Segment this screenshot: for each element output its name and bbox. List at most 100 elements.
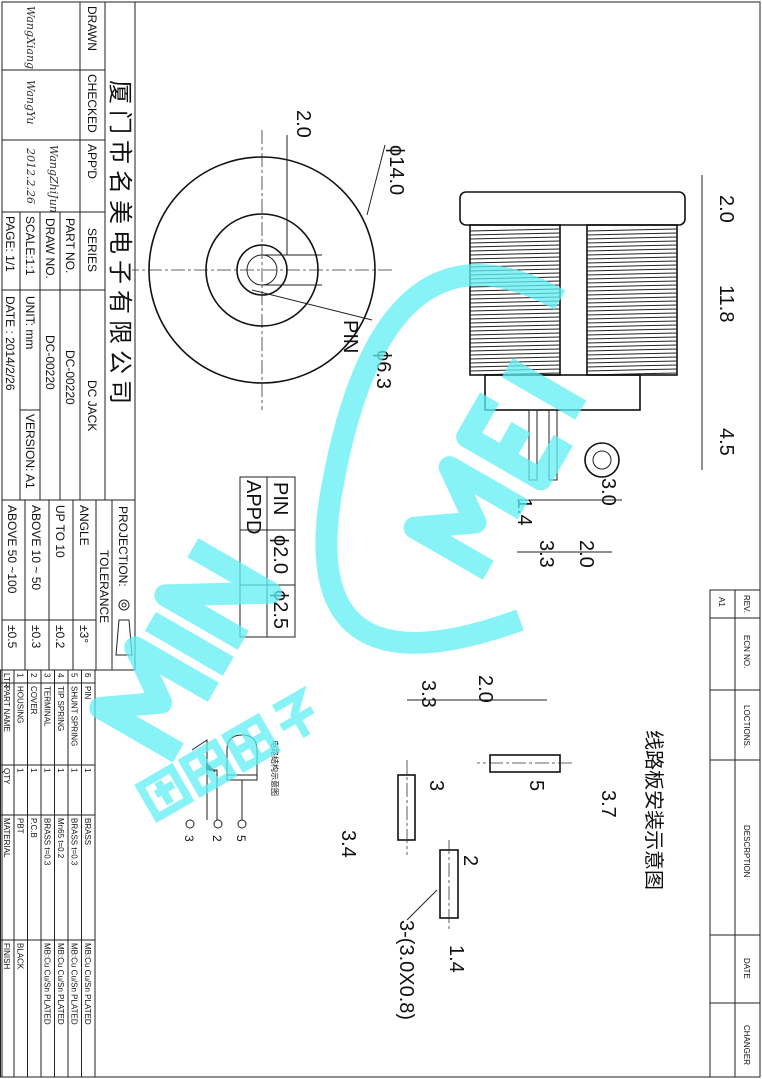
appd-label: APPD [242,480,264,534]
pin-diameter-a: ϕ2.0 [269,535,291,574]
front-dim-inner: ϕ6.3 [372,350,394,389]
pcb-pad-2-label: 2 [459,855,481,866]
front-dim-outer: ϕ14.0 [385,145,407,195]
bom-cell: COVER [29,686,38,715]
bom-cell: 1 [56,768,65,773]
pcb-dim-c: 3.7 [597,790,619,818]
checked-label: CHECKED [85,74,99,133]
bom-cell: 4 [56,673,65,678]
pcb-layout: 3.3 2.0 3 5 3.7 3.4 2 1.4 3-(3.0X0.8) 线路… [337,675,665,1020]
date-header: DATE [742,958,751,979]
bom-cell: SHUNT SPRING [70,686,79,746]
pcb-dim-e: 1.4 [445,945,467,973]
bom-cell: 1 [70,768,79,773]
series-value: DC JACK [85,380,99,431]
side-view: 2.0 11.8 4.5 3.0 1.4 3.3 2.0 [459,175,737,568]
rev-header: REV. [742,595,751,613]
bom-cell: 1 [29,768,38,773]
ecn-header: ECN NO. [742,635,751,668]
bom-header: QTY [2,768,11,785]
pin-label: PIN [269,482,291,515]
side-dim-cap: 2.0 [715,195,737,223]
front-pin-label: PIN [339,320,361,353]
pad-2 [439,849,459,919]
pin-table: PIN ϕ2.0 ϕ2.5 APPD [239,476,296,638]
approved-date: 2012.2.26 [24,147,37,204]
side-dim-a: 3.0 [597,478,619,506]
scale: SCALE:1:1 [23,216,37,276]
version: VERSION: A1 [23,414,37,489]
bom-cell: BRASS t=0.3 [70,818,79,866]
rev-value: A1 [717,597,726,607]
bom-cell: P.C.B [29,818,38,838]
schematic-pin-5: 5 [234,835,248,842]
page-number: PAGE: 1/1 [3,216,17,272]
checked-signature: WangYu [24,80,37,124]
front-view: 2.0 ϕ14.0 PIN ϕ6.3 [132,110,407,410]
bom-cell: MB:Cu Cu/Sn PLATED [83,943,92,1025]
bom-cell: HOUSING [16,686,25,723]
tolerance-row-label: ABOVE 50 ~100 [5,505,19,594]
bom-cell: 2 [29,673,38,678]
bom-header: PART NAME [2,686,11,732]
tolerance-angle-value: ±3° [77,625,91,643]
tolerance-row-value: ±0.5 [5,625,19,649]
part-no-value: DC-00220 [63,350,77,405]
side-dim-body: 11.8 [715,285,737,322]
pcb-dim-a: 3.3 [417,680,439,708]
schematic-pin-3: 3 [182,835,196,842]
description-header: DESCRPTION [742,825,751,878]
pad-5 [489,754,561,773]
part-no-label: PART NO. [63,218,77,273]
pcb-dim-b: 2.0 [474,675,496,703]
bom-cell: PBT [16,818,25,834]
series-label: SERIES [85,228,99,272]
tolerance-row-label: ABOVE 10 ~ 50 [29,505,43,590]
bom-cell: 1 [83,768,92,773]
date: DATE : 2014/2/26 [3,296,17,391]
pcb-dim-d: 3.4 [337,830,359,858]
pcb-pad-5-label: 5 [525,780,547,791]
bom-cell: BRASS t=0.3 [43,818,52,866]
bom-cell: TIP SPRING [56,686,65,731]
bom-header: MATERIAL [2,818,11,858]
circuit-schematic: 3 2 5 电路结构示意图 [182,734,280,842]
bom-cell: TERMINAL [43,686,52,727]
tolerance-row-value: ±0.3 [29,625,43,649]
changer-header: CHANGER [742,1025,751,1065]
projection-symbol-icon [115,599,133,656]
bom-cell: 5 [70,673,79,678]
tolerance-row-label: UP TO 10 [53,505,67,558]
company-name: 厦门市名美电子有限公司 [106,80,134,410]
approved-signature: WangZhiJun [47,145,60,213]
drawn-signature: WangXiang [24,6,37,69]
bom-cell: PIN [83,686,92,700]
schematic-title: 电路结构示意图 [270,740,280,796]
pin-diameter-b: ϕ2.5 [269,590,291,629]
bom-cell: MB:Cu Cu/Sn PLATED [43,943,52,1025]
bom-cell: 1 [43,768,52,773]
pcb-slot-note: 3-(3.0X0.8) [395,920,417,1020]
bom-cell: 1 [16,673,25,678]
drawn-label: DRAWN [85,6,99,51]
bom-cell: BLACK [16,943,25,970]
bom-cell: 1 [16,768,25,773]
front-dim-top: 2.0 [292,110,314,138]
bom-cell: BRASS [83,818,92,845]
unit: UNIT: mm [23,296,37,349]
projection-label: PROJECTION: [116,506,130,587]
bom-header: FINISH [2,943,11,969]
bom-cell: MB:Cu Cu/Sn PLATED [56,943,65,1025]
schematic-pin-2: 2 [210,835,224,842]
locations-header: LOCTIONS. [742,705,751,748]
pcb-layout-title: 线路板安装示意图 [642,730,665,890]
revision-table: REV. ECN NO. LOCTIONS. DESCRPTION DATE C… [709,589,761,1078]
bom-cell: 6 [83,673,92,678]
side-dim-c: 3.3 [535,540,557,568]
tolerance-row-value: ±0.2 [53,625,67,649]
tolerance-angle-label: ANGLE [77,505,91,546]
side-dim-b: 1.4 [513,498,535,526]
